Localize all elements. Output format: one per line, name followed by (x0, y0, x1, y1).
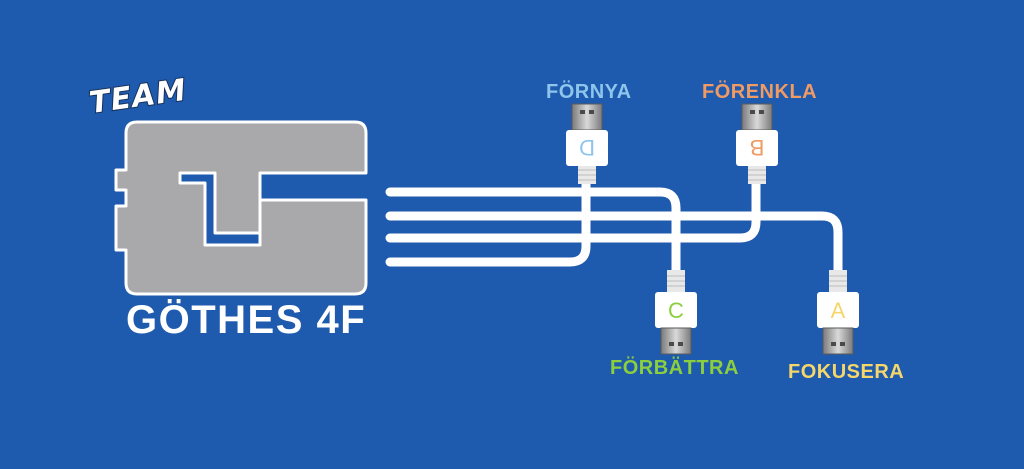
connector-letter-b: B (750, 135, 765, 160)
connector-letter-a: A (831, 298, 846, 323)
cable-d (385, 163, 591, 267)
connector-letter-c: C (668, 298, 684, 323)
label-fornya: FÖRNYA (546, 81, 632, 103)
label-forenkla: FÖRENKLA (702, 81, 818, 103)
team-name: GÖTHES 4F (126, 298, 367, 342)
cable-b (385, 163, 761, 243)
connector-letter-d: D (579, 135, 595, 160)
usb-cables (385, 163, 843, 280)
logo-g-icon (114, 120, 368, 296)
usb-connector-a (817, 270, 859, 355)
label-forbattra: FÖRBÄTTRA (610, 357, 739, 379)
cable-c (385, 187, 681, 280)
cable-a (385, 211, 843, 280)
label-fokusera: FOKUSERA (788, 361, 905, 383)
usb-connector-b (736, 103, 778, 184)
usb-connector-c (655, 270, 697, 355)
usb-connector-d (566, 103, 608, 184)
